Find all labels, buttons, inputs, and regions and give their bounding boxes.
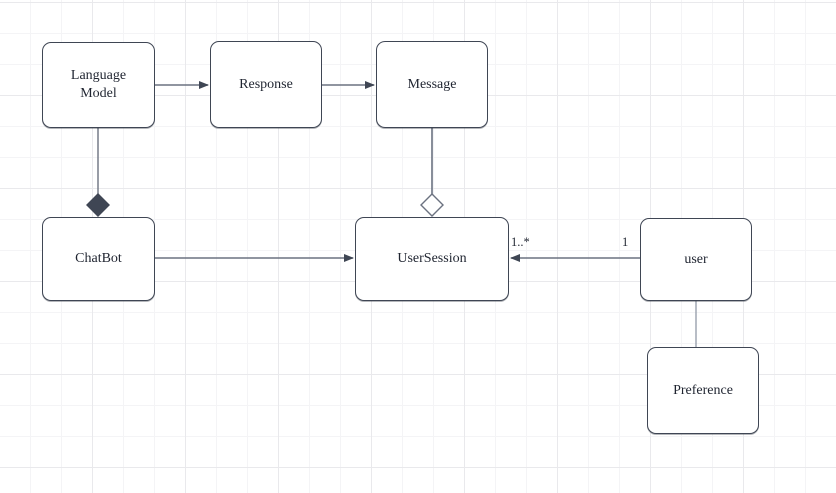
node-language-model[interactable]: Language Model: [42, 42, 155, 128]
node-chatbot[interactable]: ChatBot: [42, 217, 155, 301]
node-label-chatbot: ChatBot: [75, 251, 122, 267]
node-label-message: Message: [407, 76, 457, 92]
node-label-preference: Preference: [673, 382, 733, 398]
multiplicity-label-usersession: 1..*: [511, 235, 530, 249]
edge-language-model-to-chatbot: [86, 128, 110, 217]
multiplicity-label-user: 1: [622, 235, 629, 249]
node-label-usersession: UserSession: [397, 251, 467, 267]
node-label-response: Response: [239, 76, 293, 92]
node-response[interactable]: Response: [210, 41, 322, 128]
node-preference[interactable]: Preference: [647, 347, 759, 434]
node-message[interactable]: Message: [376, 41, 488, 128]
hollow-diamond-icon: [420, 193, 444, 217]
filled-diamond-icon: [86, 193, 110, 217]
edge-message-to-usersession: [420, 128, 444, 217]
node-label-language-model: Language Model: [70, 68, 127, 101]
node-label-user: user: [684, 251, 708, 267]
node-usersession[interactable]: UserSession: [355, 217, 509, 301]
node-user[interactable]: user: [640, 218, 752, 301]
